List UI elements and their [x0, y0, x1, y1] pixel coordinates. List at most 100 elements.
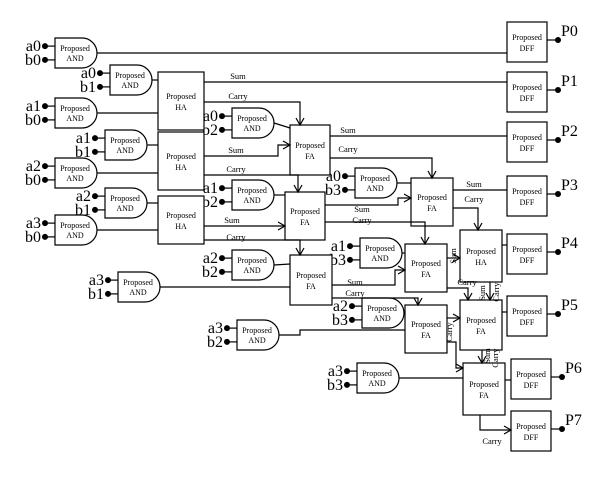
- gate-label-bottom: AND: [243, 196, 261, 205]
- output-label-p5: P5: [561, 297, 578, 314]
- block-label-bottom: HA: [175, 222, 187, 231]
- output-pin-icon: [555, 37, 561, 43]
- gate-label-top: Proposed: [242, 326, 272, 335]
- and-gate-icon: [354, 167, 398, 199]
- arrow-head-icon: [477, 355, 487, 365]
- output-pin-icon: [555, 311, 561, 317]
- block-label-bottom: HA: [175, 163, 187, 172]
- block-frame: [462, 362, 506, 416]
- input-label-a0: a0: [81, 65, 96, 82]
- input-label-b3: b3: [330, 252, 346, 269]
- and-gate-icon: [356, 362, 400, 394]
- wire: [447, 287, 469, 300]
- input-label-a0: a0: [26, 38, 41, 55]
- gate-label-bottom: AND: [248, 336, 266, 345]
- input-pin-icon: [224, 325, 230, 332]
- carry-label: Carry: [444, 322, 454, 342]
- and-gate-icon: [231, 249, 275, 281]
- arrow-head-icon: [295, 117, 305, 127]
- gate-label-bottom: AND: [116, 204, 134, 213]
- input-label-b3: b3: [327, 377, 343, 394]
- input-pin-icon: [42, 163, 48, 170]
- block-label-bottom: DFF: [524, 433, 539, 442]
- arrow-head-icon: [397, 265, 407, 275]
- input-label-b2: b2: [202, 194, 218, 211]
- block-frame: [410, 177, 454, 227]
- block-label-top: Proposed: [512, 83, 542, 92]
- wire: [204, 101, 301, 125]
- input-pin-icon: [219, 113, 225, 120]
- gate-label-bottom: AND: [368, 379, 386, 388]
- input-pin-icon: [219, 126, 225, 133]
- carry-label: Carry: [352, 215, 372, 225]
- wire: [279, 329, 405, 336]
- and-gate-icon: [231, 179, 275, 211]
- carry-label: Carry: [226, 164, 246, 174]
- block-frame: [284, 191, 326, 241]
- arrow-head-icon: [427, 170, 437, 180]
- block-label-bottom: DFF: [520, 256, 535, 265]
- wire: [330, 157, 433, 178]
- sum-label: Sum: [228, 145, 244, 155]
- gate-label-bottom: AND: [243, 124, 261, 133]
- input-pin-icon: [105, 290, 111, 297]
- input-pin-icon: [349, 316, 355, 323]
- block-label-top: Proposed: [411, 259, 441, 268]
- block-label-top: Proposed: [417, 193, 447, 202]
- input-pin-icon: [92, 206, 98, 213]
- gate-label-bottom: AND: [116, 146, 134, 155]
- block-label-bottom: DFF: [520, 94, 535, 103]
- and-gate-icon: [361, 297, 405, 329]
- wire: [325, 197, 411, 206]
- sum-label: Sum: [482, 348, 492, 364]
- block-label-top: Proposed: [290, 207, 320, 216]
- block-frame: [289, 124, 331, 176]
- block-frame: [510, 358, 552, 400]
- input-label-a2: a2: [26, 158, 41, 175]
- and-gate-icon: [104, 129, 148, 161]
- block-label-bottom: FA: [306, 282, 316, 291]
- block-label-bottom: HA: [475, 258, 487, 267]
- and-gate-icon: [231, 107, 275, 139]
- sum-label: Sum: [466, 179, 482, 189]
- wire: [453, 207, 479, 230]
- block-label-top: Proposed: [512, 33, 542, 42]
- and-gate-icon: [359, 237, 403, 269]
- arrow-head-icon: [282, 140, 292, 150]
- gate-label-top: Proposed: [237, 186, 267, 195]
- block-frame: [506, 121, 548, 163]
- wire: [332, 297, 419, 305]
- input-pin-icon: [42, 220, 48, 227]
- input-label-b0: b0: [25, 112, 41, 129]
- arrow-head-icon: [455, 363, 465, 373]
- gate-label-top: Proposed: [60, 164, 90, 173]
- gate-label-bottom: AND: [66, 231, 84, 240]
- input-label-b0: b0: [25, 229, 41, 246]
- block-label-top: Proposed: [411, 320, 441, 329]
- sum-label: Sum: [230, 71, 246, 81]
- input-label-a3: a3: [328, 363, 343, 380]
- arrow-head-icon: [295, 247, 305, 257]
- block-label-bottom: DFF: [520, 44, 535, 53]
- gate-label-bottom: AND: [66, 174, 84, 183]
- output-pin-icon: [559, 374, 565, 380]
- gate-label-top: Proposed: [60, 221, 90, 230]
- carry-label: Carry: [482, 436, 502, 446]
